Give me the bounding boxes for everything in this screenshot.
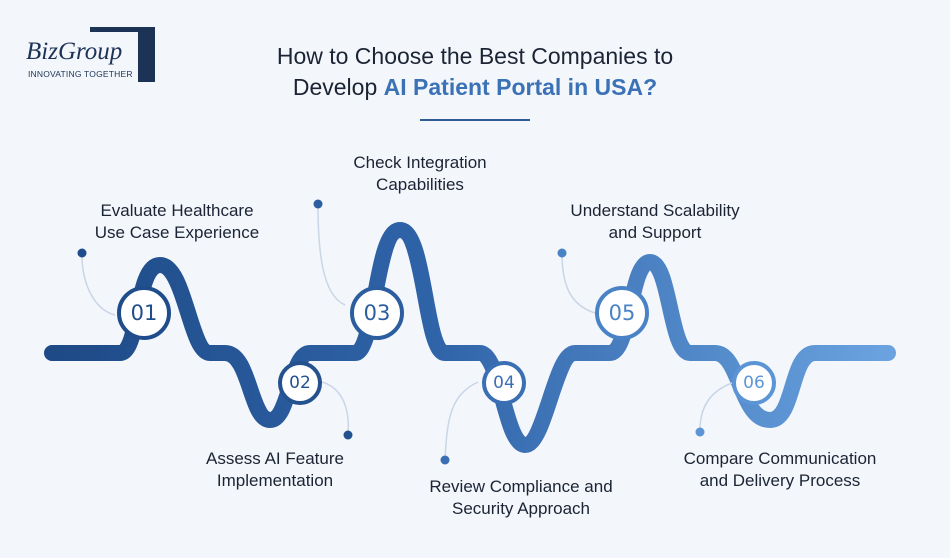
- step-label-1-line1: Evaluate Healthcare: [100, 201, 254, 220]
- connector-dot-6: [695, 427, 705, 437]
- step-badge-2: 02: [278, 361, 322, 405]
- step-label-4-line1: Review Compliance and: [429, 477, 613, 496]
- step-badge-5: 05: [595, 286, 649, 340]
- connector-4: [444, 381, 479, 461]
- step-label-6: Compare Communication and Delivery Proce…: [664, 448, 896, 492]
- page-title-line1: How to Choose the Best Companies to: [276, 43, 674, 69]
- logo-tagline: INNOVATING TOGETHER: [28, 69, 133, 79]
- step-label-2-line2: Implementation: [216, 471, 334, 490]
- connector-6: [699, 382, 733, 431]
- step-label-1: Evaluate Healthcare Use Case Experience: [82, 200, 272, 244]
- step-label-3: Check Integration Capabilities: [320, 152, 520, 196]
- title-prefix: Develop: [292, 74, 384, 100]
- step-badge-4: 04: [482, 361, 526, 405]
- connector-2: [321, 381, 350, 436]
- wave-line: [44, 222, 896, 453]
- connector-dot-1: [77, 248, 87, 258]
- step-label-5: Understand Scalability and Support: [548, 200, 762, 244]
- connector-1: [81, 254, 116, 316]
- connector-dot-3: [313, 199, 323, 209]
- connector-5: [561, 252, 596, 314]
- connector-dot-4: [440, 455, 450, 465]
- step-label-4-line2: Security Approach: [452, 499, 590, 518]
- step-label-6-line1: Compare Communication: [683, 449, 877, 468]
- connector-dot-5: [557, 248, 567, 258]
- connector-3: [317, 204, 346, 306]
- step-label-2-line1: Assess AI Feature: [206, 449, 344, 468]
- connector-dot-2: [343, 430, 353, 440]
- step-label-5-line1: Understand Scalability: [570, 201, 740, 220]
- step-label-3-line2: Capabilities: [376, 175, 464, 194]
- step-badge-1: 01: [117, 286, 171, 340]
- step-badge-6: 06: [732, 361, 776, 405]
- step-badge-3: 03: [350, 286, 404, 340]
- title-highlight: AI Patient Portal in USA?: [383, 74, 658, 100]
- page-title-line2: Develop AI Patient Portal in USA?: [0, 72, 950, 102]
- title-divider: [420, 119, 530, 121]
- step-label-3-line1: Check Integration: [353, 153, 487, 172]
- logo-wordmark: BizGroup: [26, 38, 125, 66]
- logo-frame-bar: [138, 27, 155, 82]
- step-label-5-line2: and Support: [608, 223, 702, 242]
- step-label-4: Review Compliance and Security Approach: [410, 476, 632, 520]
- step-label-2: Assess AI Feature Implementation: [185, 448, 365, 492]
- step-label-6-line2: and Delivery Process: [699, 471, 861, 490]
- step-label-1-line2: Use Case Experience: [94, 223, 260, 242]
